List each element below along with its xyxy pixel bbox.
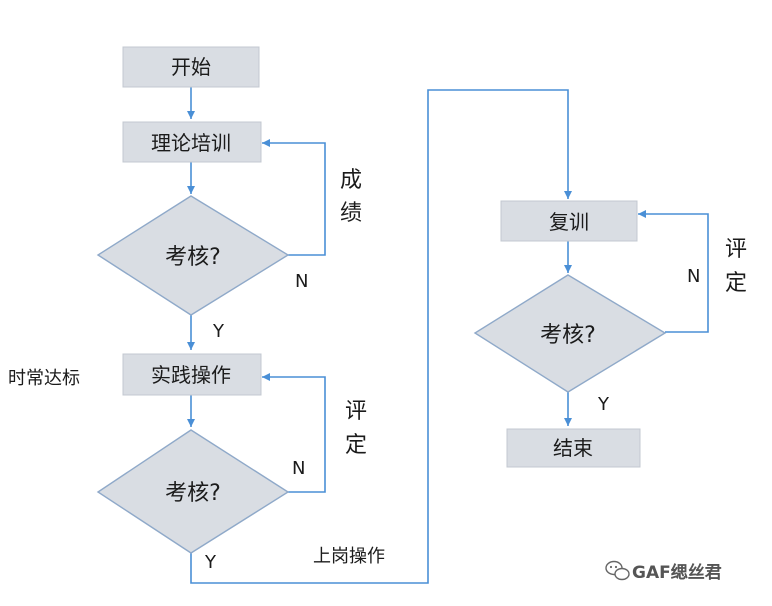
node-retrain: 复训: [500, 200, 638, 242]
node-theory-training-label: 理论培训: [151, 131, 231, 155]
decision-exam3-label: 考核?: [540, 323, 596, 348]
label-y1: Y: [212, 321, 225, 342]
label-n2: N: [292, 458, 305, 479]
decision-exam1-label: 考核?: [165, 245, 221, 270]
node-end-label: 结束: [553, 436, 593, 460]
node-start: 开始: [122, 46, 260, 88]
node-practice-label: 实践操作: [151, 363, 231, 387]
label-evaluate-1: 评 定: [345, 399, 367, 458]
label-evaluate-2-char-2: 定: [725, 271, 747, 296]
wechat-icon: [605, 560, 630, 581]
arrow-exam3-no-loop: [638, 210, 709, 333]
node-retrain-label: 复训: [549, 210, 589, 234]
label-evaluate-2-char-1: 评: [725, 237, 747, 262]
node-start-label: 开始: [171, 55, 211, 79]
label-n1: N: [295, 271, 308, 292]
node-theory-training: 理论培训: [122, 121, 262, 163]
decision-exam2-label: 考核?: [165, 481, 221, 506]
label-score-char-2: 绩: [340, 201, 362, 226]
node-end: 结束: [506, 428, 641, 468]
arrow-exam2-no-loop: [262, 373, 326, 493]
label-score: 成 绩: [340, 168, 362, 226]
label-daily-standard: 时常达标: [8, 368, 80, 389]
arrow-exam1-no-loop: [262, 139, 326, 256]
arrow-exam2-to-onduty: [190, 89, 572, 584]
label-evaluate-1-char-2: 定: [345, 433, 367, 458]
node-practice: 实践操作: [122, 353, 262, 396]
label-y2: Y: [204, 552, 217, 573]
label-evaluate-2: 评 定: [725, 237, 747, 296]
decision-exam1: 考核?: [96, 195, 290, 316]
decision-exam3: 考核?: [473, 274, 667, 393]
decision-exam2: 考核?: [96, 429, 290, 554]
label-on-duty: 上岗操作: [313, 546, 385, 567]
watermark-text: GAF缌丝君: [632, 562, 722, 583]
label-n3: N: [687, 266, 700, 287]
label-evaluate-1-char-1: 评: [345, 399, 367, 424]
label-score-char-1: 成: [340, 168, 362, 193]
label-y3: Y: [597, 394, 610, 415]
watermark: GAF缌丝君: [605, 560, 722, 583]
connectors: [187, 87, 709, 584]
